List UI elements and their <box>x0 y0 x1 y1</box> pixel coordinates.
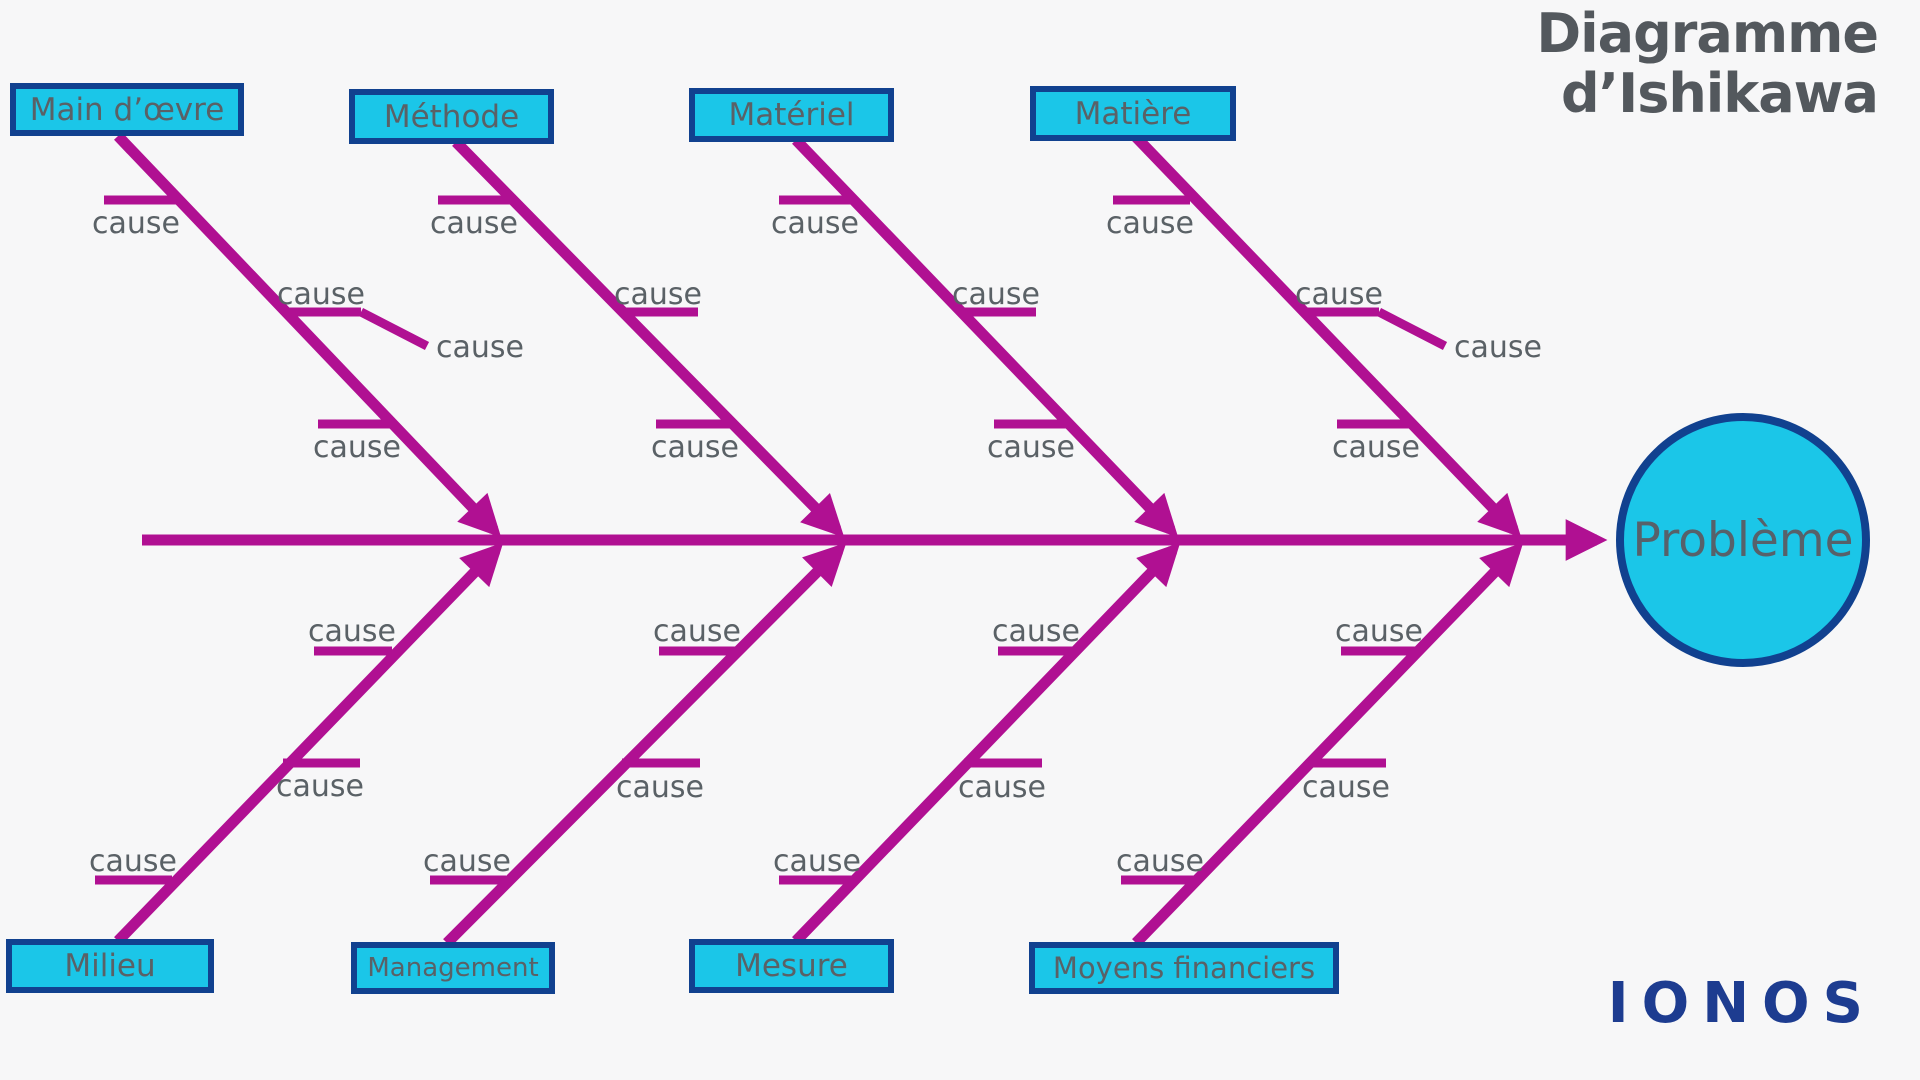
cause-label: cause <box>436 330 524 365</box>
category-label: Matière <box>1074 95 1192 132</box>
cause-label: cause <box>276 769 364 804</box>
cause-label: cause <box>958 770 1046 805</box>
bone-matiere <box>1132 133 1522 538</box>
category-box-milieu: Milieu <box>6 939 214 993</box>
cause-label: cause <box>952 277 1040 312</box>
bone-methode <box>452 138 845 538</box>
cause-label: cause <box>423 844 511 879</box>
cause-label: cause <box>653 614 741 649</box>
cause-label: cause <box>313 430 401 465</box>
category-label: Méthode <box>383 98 520 135</box>
cause-branch <box>358 307 430 351</box>
cause-label: cause <box>308 614 396 649</box>
cause-label: cause <box>89 844 177 879</box>
cause-label: cause <box>616 770 704 805</box>
cause-label: cause <box>614 277 702 312</box>
cause-label: cause <box>1454 330 1542 365</box>
cause-label: cause <box>1295 277 1383 312</box>
category-box-mati-re: Matière <box>1030 86 1236 141</box>
cause-label: cause <box>1335 614 1423 649</box>
category-label: Management <box>367 953 539 983</box>
cause-label: cause <box>771 206 859 241</box>
category-label: Main d’œvre <box>29 91 225 128</box>
category-label: Mesure <box>735 948 848 984</box>
cause-label: cause <box>1302 770 1390 805</box>
title-line-1: Diagramme <box>1536 2 1879 65</box>
cause-label: cause <box>277 277 365 312</box>
ionos-logo: IONOS <box>1607 971 1876 1036</box>
category-box-management: Management <box>351 942 555 994</box>
cause-label: cause <box>1106 206 1194 241</box>
category-box-mesure: Mesure <box>689 939 894 993</box>
category-box-main-d-vre: Main d’œvre <box>10 83 244 136</box>
cause-label: cause <box>992 614 1080 649</box>
cause-label: cause <box>651 430 739 465</box>
diagram-title: Diagramme d’Ishikawa <box>1536 2 1879 125</box>
category-label: Matériel <box>728 97 855 133</box>
title-line-2: d’Ishikawa <box>1560 62 1879 125</box>
problem-node: Problème <box>1616 413 1870 667</box>
category-label: Milieu <box>64 948 156 984</box>
cause-label: cause <box>430 206 518 241</box>
category-box-m-thode: Méthode <box>349 89 554 144</box>
cause-label: cause <box>987 430 1075 465</box>
bone-mesure <box>792 542 1181 945</box>
category-label: Moyens financiers <box>1052 951 1316 985</box>
cause-label: cause <box>92 206 180 241</box>
cause-label: cause <box>1332 430 1420 465</box>
cause-branch <box>1376 307 1448 351</box>
cause-label: cause <box>773 844 861 879</box>
bone-management <box>443 542 847 947</box>
bone-moyens <box>1132 542 1524 947</box>
problem-label: Problème <box>1632 512 1854 568</box>
category-box-mat-riel: Matériel <box>689 88 894 142</box>
cause-label: cause <box>1116 844 1204 879</box>
category-box-moyens-financiers: Moyens financiers <box>1029 942 1339 994</box>
bone-milieu <box>114 542 504 945</box>
bone-materiel <box>792 136 1179 538</box>
